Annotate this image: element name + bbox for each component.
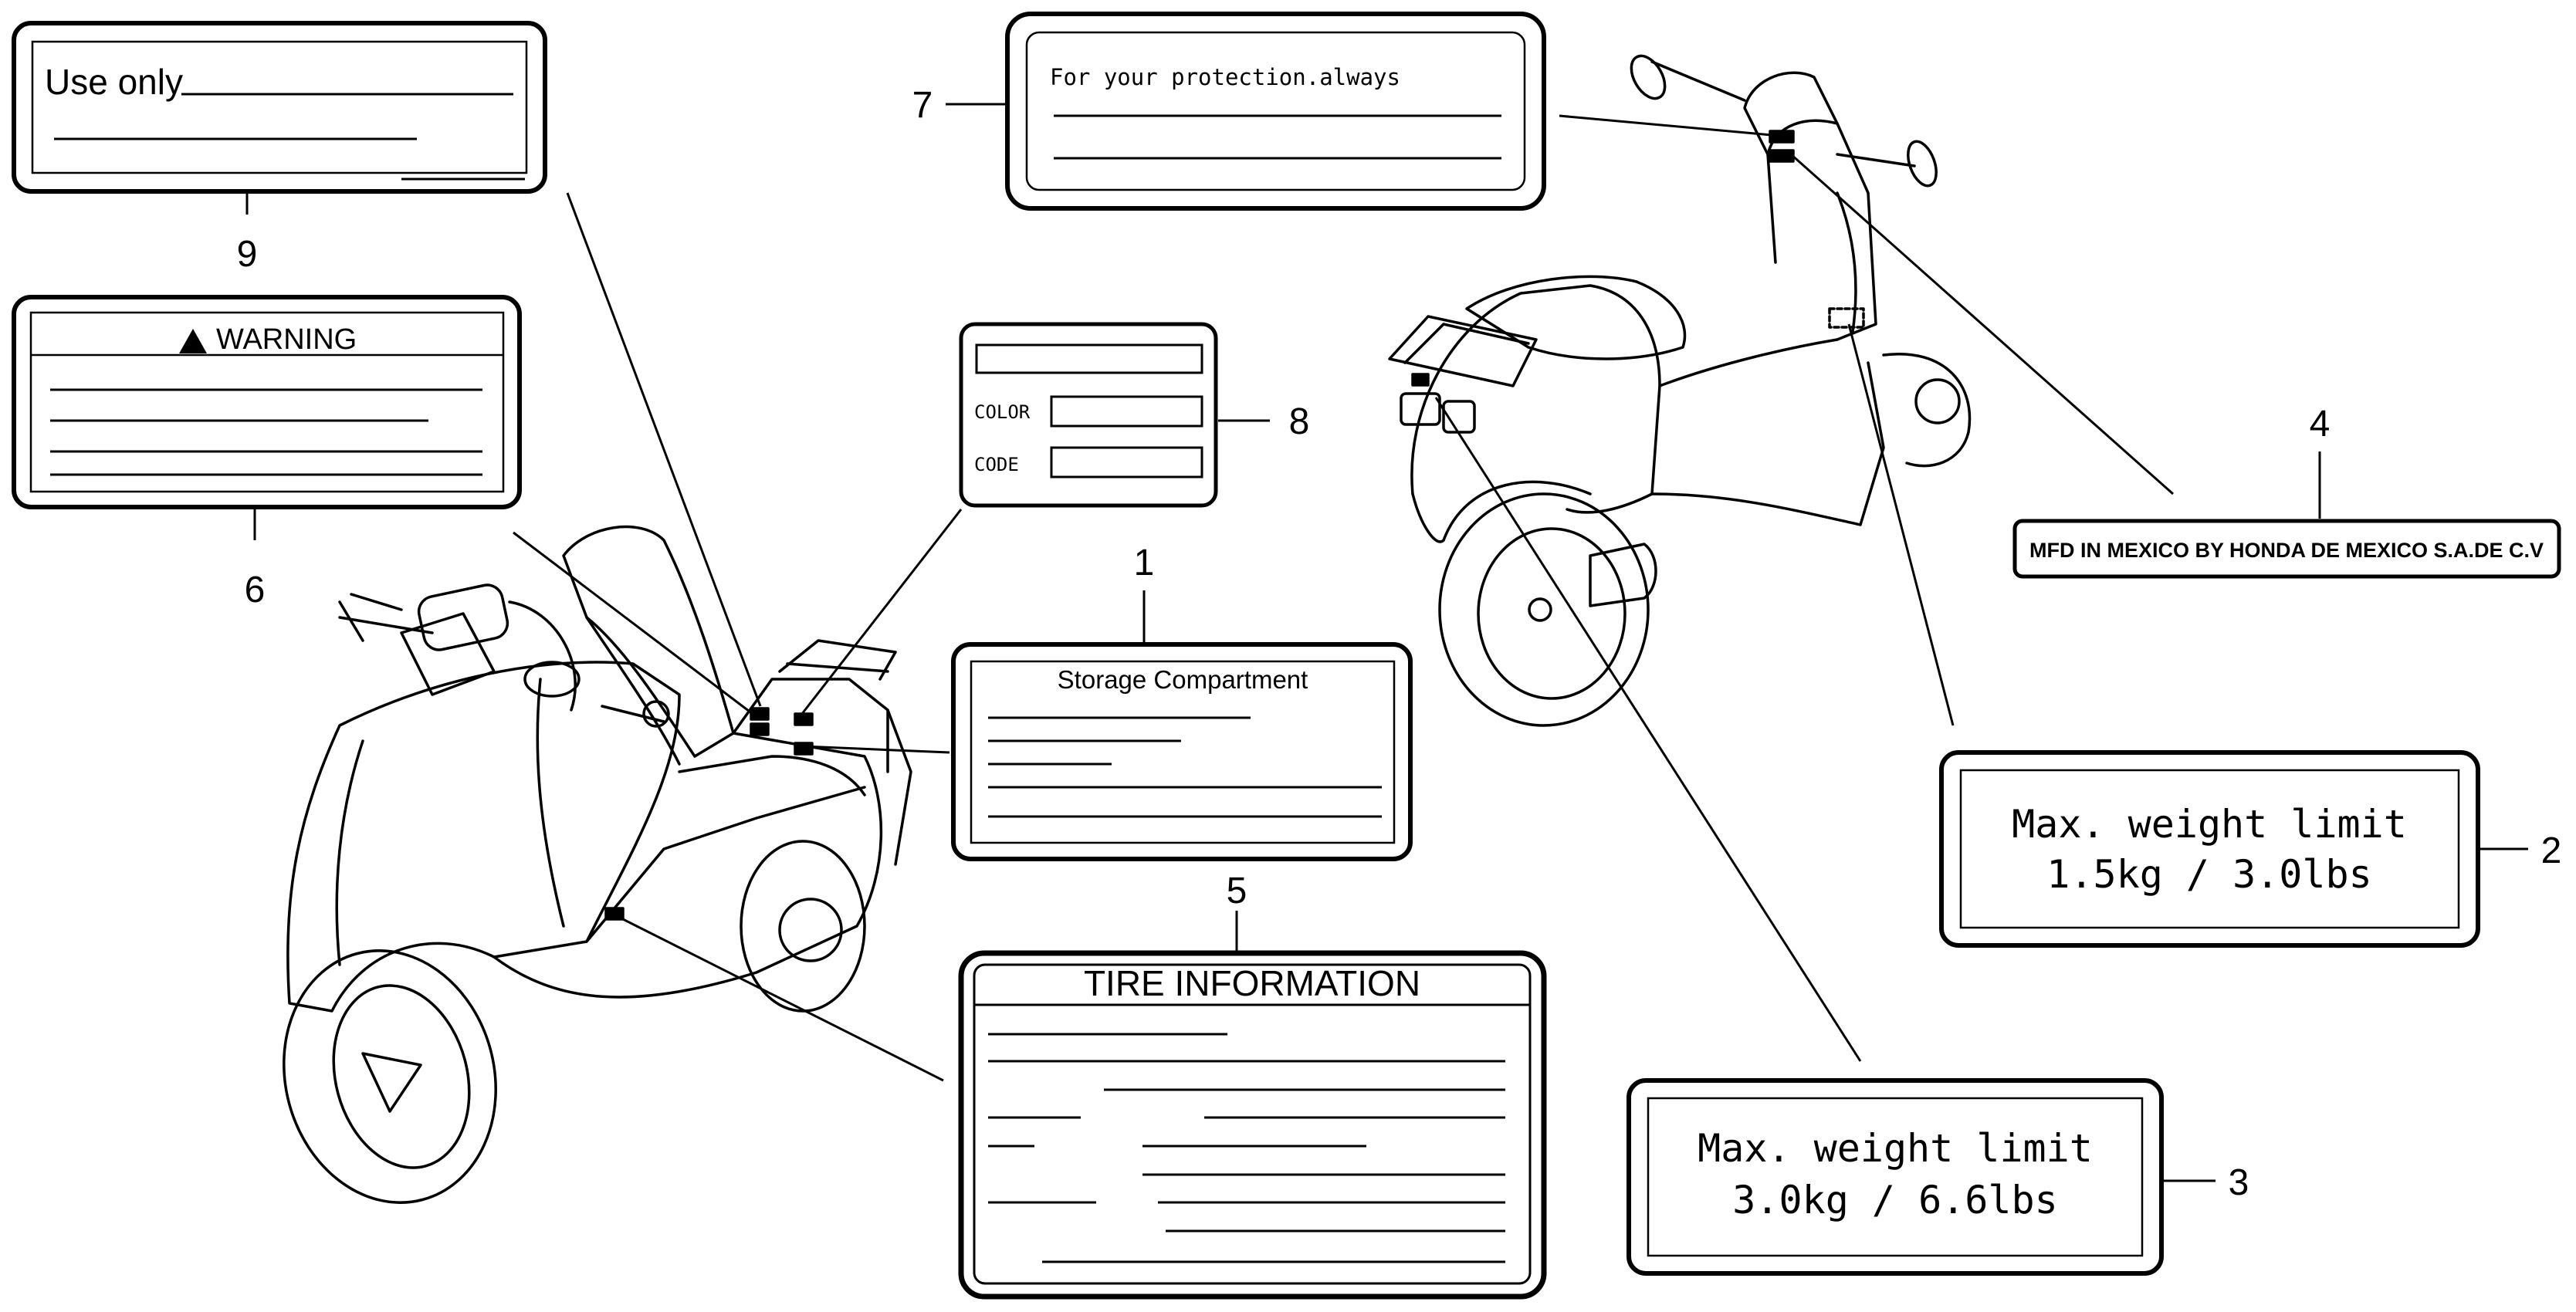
scooter-front-view bbox=[283, 525, 912, 1204]
weight3-line1: Max. weight limit bbox=[1698, 1126, 2093, 1171]
weight2-line2: 1.5kg / 3.0lbs bbox=[2046, 852, 2371, 897]
mfd-text: MFD IN MEXICO BY HONDA DE MEXICO S.A.DE … bbox=[2029, 539, 2544, 562]
label-5-tire-information: TIRE INFORMATION bbox=[958, 950, 1547, 1300]
callout-7: 7 bbox=[912, 85, 933, 126]
weight3-line2: 3.0kg / 6.6lbs bbox=[1732, 1178, 2057, 1222]
callout-5: 5 bbox=[1227, 871, 1247, 911]
label-2-weight-limit: Max. weight limit 1.5kg / 3.0lbs bbox=[1939, 750, 2480, 948]
tire-text: TIRE INFORMATION bbox=[1084, 963, 1420, 1003]
callout-3: 3 bbox=[2229, 1162, 2249, 1203]
label-8-color-code: COLOR CODE bbox=[959, 322, 1218, 508]
code-text: CODE bbox=[974, 454, 1019, 475]
callout-8: 8 bbox=[1289, 401, 1310, 442]
warning-text: WARNING bbox=[216, 323, 357, 356]
leader-lines bbox=[513, 114, 2174, 1082]
callout-2: 2 bbox=[2541, 830, 2562, 871]
weight2-line1: Max. weight limit bbox=[2012, 802, 2407, 847]
label-6-warning: WARNING bbox=[12, 295, 522, 509]
callout-9: 9 bbox=[237, 234, 258, 275]
callout-6: 6 bbox=[245, 570, 266, 610]
callout-4: 4 bbox=[2310, 404, 2331, 445]
storage-text: Storage Compartment bbox=[1058, 665, 1308, 694]
label-7-protection: For your protection.always bbox=[1005, 12, 1546, 211]
scooter-rear-view bbox=[1388, 54, 1972, 727]
color-text: COLOR bbox=[974, 401, 1031, 423]
label-1-storage-compartment: Storage Compartment bbox=[951, 642, 1413, 861]
warning-triangle-icon bbox=[179, 329, 207, 353]
use-only-text: Use only bbox=[45, 62, 183, 102]
callout-1: 1 bbox=[1134, 543, 1155, 583]
protection-text: For your protection.always bbox=[1050, 64, 1400, 90]
label-9-use-only: Use only bbox=[12, 21, 547, 194]
label-4-mfd: MFD IN MEXICO BY HONDA DE MEXICO S.A.DE … bbox=[2012, 519, 2561, 579]
label-3-weight-limit: Max. weight limit 3.0kg / 6.6lbs bbox=[1627, 1078, 2164, 1276]
